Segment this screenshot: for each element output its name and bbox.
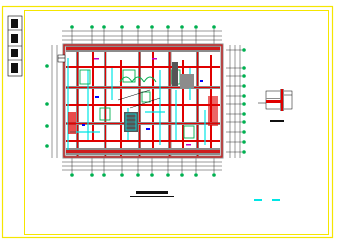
axis-marker bbox=[45, 144, 49, 148]
inner-border bbox=[24, 10, 329, 235]
interior-walls-horizontal bbox=[66, 66, 220, 142]
axis-marker bbox=[70, 173, 74, 177]
axis-marker bbox=[90, 25, 94, 29]
bottom-axis-markers bbox=[70, 158, 216, 177]
axis-marker bbox=[242, 94, 246, 98]
stair-core bbox=[124, 112, 138, 132]
sheet-border bbox=[1, 5, 334, 239]
shaft-block bbox=[208, 96, 218, 126]
axis-marker bbox=[45, 124, 49, 128]
axis-marker bbox=[90, 173, 94, 177]
axis-marker bbox=[212, 173, 216, 177]
stair-arcs bbox=[119, 76, 157, 83]
axis-marker bbox=[242, 120, 246, 124]
axis-marker bbox=[212, 25, 216, 29]
shaft-block bbox=[68, 112, 76, 134]
axis-marker bbox=[120, 173, 124, 177]
axis-marker bbox=[242, 150, 246, 154]
floor-plan bbox=[57, 43, 224, 159]
axis-marker bbox=[194, 173, 198, 177]
axis-marker bbox=[242, 84, 246, 88]
top-axis-markers bbox=[70, 25, 216, 44]
axis-marker bbox=[45, 64, 49, 68]
axis-marker bbox=[242, 140, 246, 144]
right-axis-markers bbox=[226, 48, 246, 154]
axis-marker bbox=[150, 173, 154, 177]
axis-marker bbox=[45, 102, 49, 106]
axis-marker bbox=[180, 25, 184, 29]
left-dimension-lines bbox=[51, 45, 58, 158]
axis-marker bbox=[136, 173, 140, 177]
axis-marker bbox=[102, 173, 106, 177]
bottom-dimension-lines bbox=[62, 161, 222, 171]
axis-marker bbox=[150, 25, 154, 29]
diagonal-lines bbox=[117, 89, 161, 109]
blue-marks bbox=[82, 80, 203, 130]
magenta-marks bbox=[94, 58, 191, 146]
axis-marker bbox=[120, 25, 124, 29]
entrance-marker bbox=[57, 54, 66, 63]
axis-marker bbox=[136, 25, 140, 29]
axis-marker bbox=[180, 173, 184, 177]
axis-marker bbox=[242, 66, 246, 70]
axis-marker bbox=[242, 48, 246, 52]
side-title-stamp bbox=[7, 15, 23, 77]
left-axis-markers bbox=[45, 64, 49, 148]
shaft-block bbox=[180, 74, 194, 88]
legend-marks bbox=[254, 199, 280, 201]
section-detail bbox=[258, 89, 293, 122]
axis-marker bbox=[166, 25, 170, 29]
axis-marker bbox=[242, 102, 246, 106]
detail-caption bbox=[270, 120, 284, 122]
axis-marker bbox=[242, 112, 246, 116]
right-dimension-lines bbox=[229, 45, 241, 158]
axis-marker bbox=[242, 74, 246, 78]
axis-marker bbox=[70, 25, 74, 29]
plan-caption bbox=[130, 191, 174, 197]
axis-marker bbox=[102, 25, 106, 29]
axis-marker bbox=[194, 25, 198, 29]
axis-marker bbox=[242, 130, 246, 134]
axis-marker bbox=[166, 173, 170, 177]
top-dimension-lines bbox=[62, 30, 222, 41]
shaft-block bbox=[172, 62, 178, 86]
